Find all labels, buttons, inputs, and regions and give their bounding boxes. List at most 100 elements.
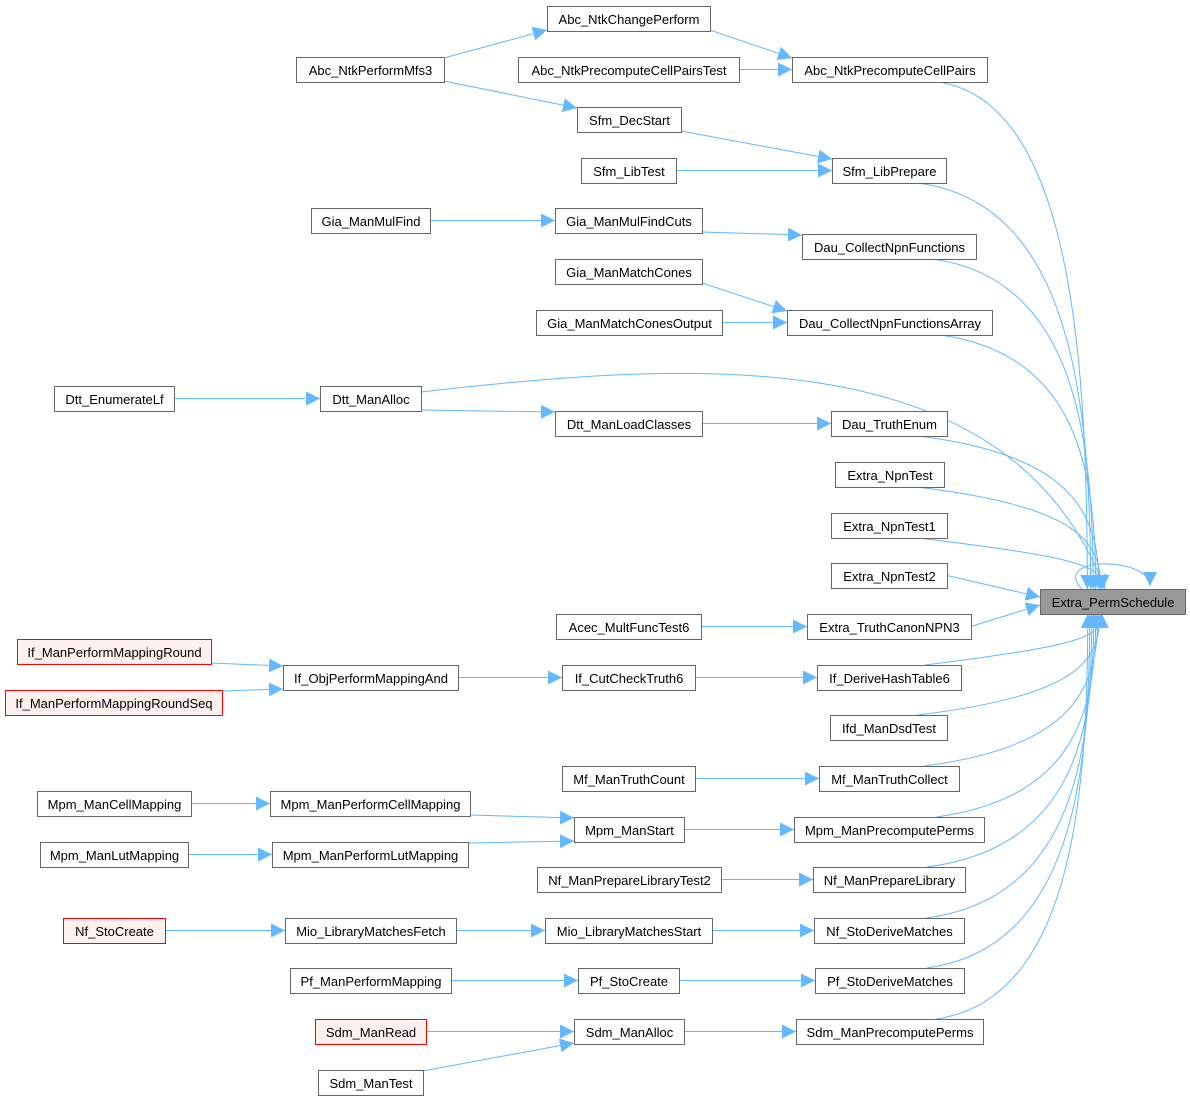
node-if-manperformmappinground[interactable]: If_ManPerformMappingRound	[17, 639, 212, 665]
node-extra-npntest2[interactable]: Extra_NpnTest2	[831, 563, 948, 589]
node-label: Extra_NpnTest1	[843, 519, 936, 534]
node-label: Nf_ManPrepareLibraryTest2	[548, 873, 711, 888]
node-dau-collectnpnfunctionsarray[interactable]: Dau_CollectNpnFunctionsArray	[787, 310, 993, 336]
node-sfm-decstart[interactable]: Sfm_DecStart	[577, 107, 682, 133]
node-abc-ntkchangeperform[interactable]: Abc_NtkChangePerform	[547, 6, 711, 32]
node-label: If_CutCheckTruth6	[575, 671, 684, 686]
node-nf-manpreparelibrarytest2[interactable]: Nf_ManPrepareLibraryTest2	[537, 867, 722, 893]
node-abc-ntkprecomputecellpairs[interactable]: Abc_NtkPrecomputeCellPairs	[792, 57, 988, 83]
node-nf-stocreate[interactable]: Nf_StoCreate	[63, 918, 166, 944]
node-label: Ifd_ManDsdTest	[842, 721, 936, 736]
node-box	[802, 234, 977, 260]
node-box	[835, 462, 945, 488]
node-mpm-manstart[interactable]: Mpm_ManStart	[574, 817, 685, 843]
node-mpm-manperformlutmapping[interactable]: Mpm_ManPerformLutMapping	[272, 842, 469, 868]
edge-sdm-mantest-to-sdm-manalloc	[422, 1038, 575, 1072]
node-extra-npntest[interactable]: Extra_NpnTest	[835, 462, 945, 488]
node-label: Mf_ManTruthCollect	[831, 772, 948, 787]
node-gia-manmatchconesoutput[interactable]: Gia_ManMatchConesOutput	[536, 310, 723, 336]
node-dau-truthenum[interactable]: Dau_TruthEnum	[831, 411, 948, 437]
node-if-objperformmappingand[interactable]: If_ObjPerformMappingAnd	[283, 665, 459, 691]
node-box	[831, 563, 948, 589]
node-mpm-manprecomputeperms[interactable]: Mpm_ManPrecomputePerms	[794, 817, 985, 843]
node-if-derivehashtable6[interactable]: If_DeriveHashTable6	[817, 665, 962, 691]
node-nf-manpreparelibrary[interactable]: Nf_ManPrepareLibrary	[813, 867, 966, 893]
node-mf-mantruthcollect[interactable]: Mf_ManTruthCollect	[819, 766, 960, 792]
node-box	[320, 386, 422, 412]
node-dtt-manalloc[interactable]: Dtt_ManAlloc	[320, 386, 422, 412]
node-sfm-libtest[interactable]: Sfm_LibTest	[581, 158, 677, 184]
node-label: Gia_ManMatchCones	[566, 265, 692, 280]
edge-sfm-libprepare-to-extra-permschedule	[917, 182, 1098, 590]
edges	[165, 26, 1157, 1072]
node-label: Dtt_ManLoadClasses	[567, 417, 692, 432]
node-abc-ntkperformmfs3[interactable]: Abc_NtkPerformMfs3	[296, 57, 445, 83]
edge-sdm-manprecomputeperms-to-extra-permschedule	[936, 613, 1095, 1020]
node-box	[63, 918, 166, 944]
node-label: Extra_PermSchedule	[1052, 595, 1175, 610]
node-extra-permschedule[interactable]: Extra_PermSchedule	[1040, 589, 1186, 615]
node-mpm-manlutmapping[interactable]: Mpm_ManLutMapping	[40, 842, 189, 868]
edge-gia-manmatchcones-to-dau-collectnpnfunctionsarray	[701, 282, 788, 314]
node-label: Pf_StoDeriveMatches	[827, 974, 953, 989]
node-box	[817, 665, 962, 691]
node-dtt-manloadclasses[interactable]: Dtt_ManLoadClasses	[555, 411, 703, 437]
node-if-cutchecktruth6[interactable]: If_CutCheckTruth6	[562, 665, 696, 691]
node-label: Mio_LibraryMatchesFetch	[296, 924, 446, 939]
edge-nf-stoderivematches-to-extra-permschedule	[926, 613, 1099, 919]
node-box	[796, 1019, 984, 1045]
node-acec-multfunctest6[interactable]: Acec_MultFuncTest6	[556, 614, 702, 640]
node-box	[787, 310, 993, 336]
node-sfm-libprepare[interactable]: Sfm_LibPrepare	[832, 158, 947, 184]
node-box	[318, 1070, 424, 1096]
node-dtt-enumeratelf[interactable]: Dtt_EnumerateLf	[54, 386, 175, 412]
node-nf-stoderivematches[interactable]: Nf_StoDeriveMatches	[814, 918, 965, 944]
edge-abc-ntkchangeperform-to-abc-ntkprecomputecellpairs	[709, 29, 793, 61]
node-mpm-manperformcellmapping[interactable]: Mpm_ManPerformCellMapping	[270, 791, 471, 817]
node-gia-manmulfindcuts[interactable]: Gia_ManMulFindCuts	[555, 208, 703, 234]
node-label: Gia_ManMulFindCuts	[566, 214, 692, 229]
node-mio-librarymatchesfetch[interactable]: Mio_LibraryMatchesFetch	[285, 918, 457, 944]
node-if-manperformmappingroundseq[interactable]: If_ManPerformMappingRoundSeq	[5, 690, 223, 716]
node-ifd-mandsdtest[interactable]: Ifd_ManDsdTest	[830, 715, 948, 741]
node-pf-stocreate[interactable]: Pf_StoCreate	[578, 968, 680, 994]
node-pf-manperformmapping[interactable]: Pf_ManPerformMapping	[290, 968, 452, 994]
node-abc-ntkprecomputecellpairstest[interactable]: Abc_NtkPrecomputeCellPairsTest	[518, 57, 740, 83]
node-box	[555, 259, 703, 285]
node-box	[813, 867, 966, 893]
node-label: Nf_StoDeriveMatches	[826, 924, 953, 939]
node-sdm-manprecomputeperms[interactable]: Sdm_ManPrecomputePerms	[796, 1019, 984, 1045]
node-pf-stoderivematches[interactable]: Pf_StoDeriveMatches	[815, 968, 965, 994]
node-label: Acec_MultFuncTest6	[569, 620, 690, 635]
node-dau-collectnpnfunctions[interactable]: Dau_CollectNpnFunctions	[802, 234, 977, 260]
edge-abc-ntkperformmfs3-to-abc-ntkchangeperform	[443, 26, 548, 59]
node-box	[283, 665, 459, 691]
node-box	[296, 57, 445, 83]
node-box	[37, 791, 192, 817]
node-mio-librarymatchesstart[interactable]: Mio_LibraryMatchesStart	[545, 918, 713, 944]
node-label: If_ObjPerformMappingAnd	[294, 671, 448, 686]
node-label: Mf_ManTruthCount	[573, 772, 685, 787]
node-gia-manmulfind[interactable]: Gia_ManMulFind	[311, 208, 431, 234]
edge-extra-permschedule-to-extra-permschedule	[1075, 563, 1157, 590]
node-mpm-mancellmapping[interactable]: Mpm_ManCellMapping	[37, 791, 192, 817]
node-label: Extra_TruthCanonNPN3	[819, 620, 959, 635]
node-box	[556, 614, 702, 640]
node-box	[285, 918, 457, 944]
node-box	[581, 158, 677, 184]
node-label: Abc_NtkPrecomputeCellPairsTest	[531, 63, 726, 78]
node-extra-npntest1[interactable]: Extra_NpnTest1	[831, 513, 948, 539]
node-extra-truthcanonnpn3[interactable]: Extra_TruthCanonNPN3	[807, 614, 972, 640]
node-label: Mpm_ManStart	[585, 823, 674, 838]
node-label: Extra_NpnTest2	[843, 569, 936, 584]
node-box	[578, 968, 680, 994]
node-label: Nf_StoCreate	[75, 924, 154, 939]
node-box	[574, 817, 685, 843]
node-sdm-manread[interactable]: Sdm_ManRead	[315, 1019, 427, 1045]
node-gia-manmatchcones[interactable]: Gia_ManMatchCones	[555, 259, 703, 285]
node-mf-mantruthcount[interactable]: Mf_ManTruthCount	[562, 766, 696, 792]
node-label: Sdm_ManTest	[329, 1076, 412, 1091]
node-label: Gia_ManMulFind	[322, 214, 421, 229]
node-sdm-manalloc[interactable]: Sdm_ManAlloc	[574, 1019, 685, 1045]
node-sdm-mantest[interactable]: Sdm_ManTest	[318, 1070, 424, 1096]
